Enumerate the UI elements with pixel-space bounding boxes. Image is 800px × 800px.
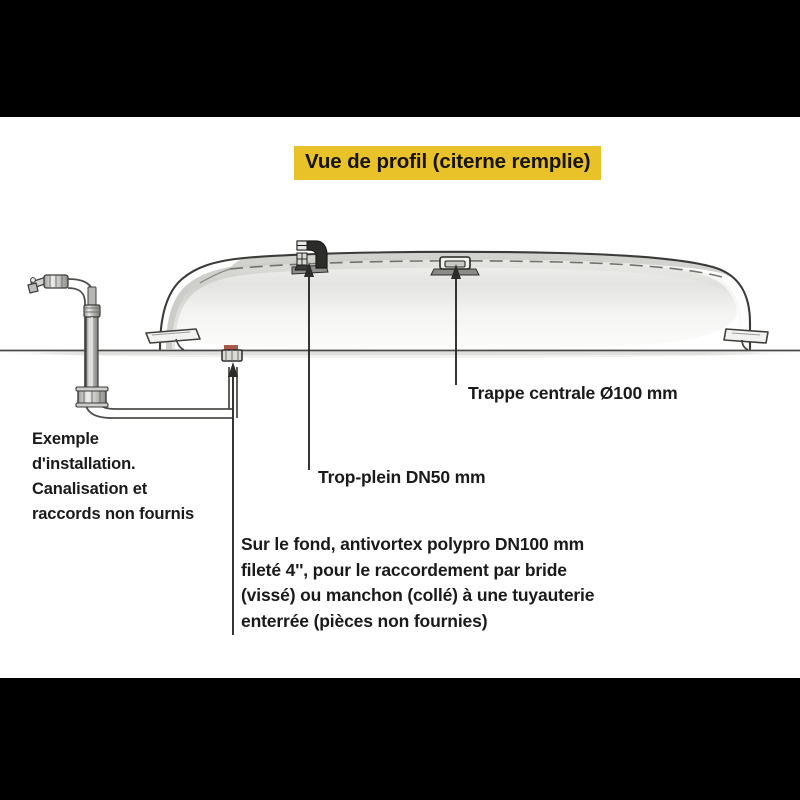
page-title: Vue de profil (citerne remplie) bbox=[294, 146, 602, 180]
tank-profile-illustration bbox=[0, 240, 800, 635]
tank-foot-right bbox=[723, 328, 769, 351]
letterbox-top bbox=[0, 0, 800, 117]
leader-trappe-centrale bbox=[451, 264, 461, 385]
label-trappe-centrale: Trappe centrale Ø100 mm bbox=[468, 383, 678, 403]
letterbox-bottom bbox=[0, 678, 800, 800]
label-trop-plein: Trop-plein DN50 mm bbox=[318, 467, 486, 487]
piping-example bbox=[27, 274, 238, 419]
label-antivortex: Sur le fond, antivortex polypro DN100 mm… bbox=[241, 534, 595, 632]
leader-trop-plein bbox=[304, 262, 314, 470]
pumping-column bbox=[75, 286, 109, 408]
ground-line bbox=[0, 349, 800, 355]
tank-foot-left bbox=[145, 328, 201, 351]
leader-antivortex bbox=[228, 362, 238, 635]
tap-valve bbox=[27, 274, 69, 294]
antivortex-outlet-fitting bbox=[221, 345, 243, 362]
label-exemple-installation: Exemple d'installation. Canalisation et … bbox=[32, 430, 195, 524]
tank-body bbox=[158, 250, 752, 351]
diagram-canvas: Vue de profil (citerne remplie) bbox=[0, 117, 800, 678]
